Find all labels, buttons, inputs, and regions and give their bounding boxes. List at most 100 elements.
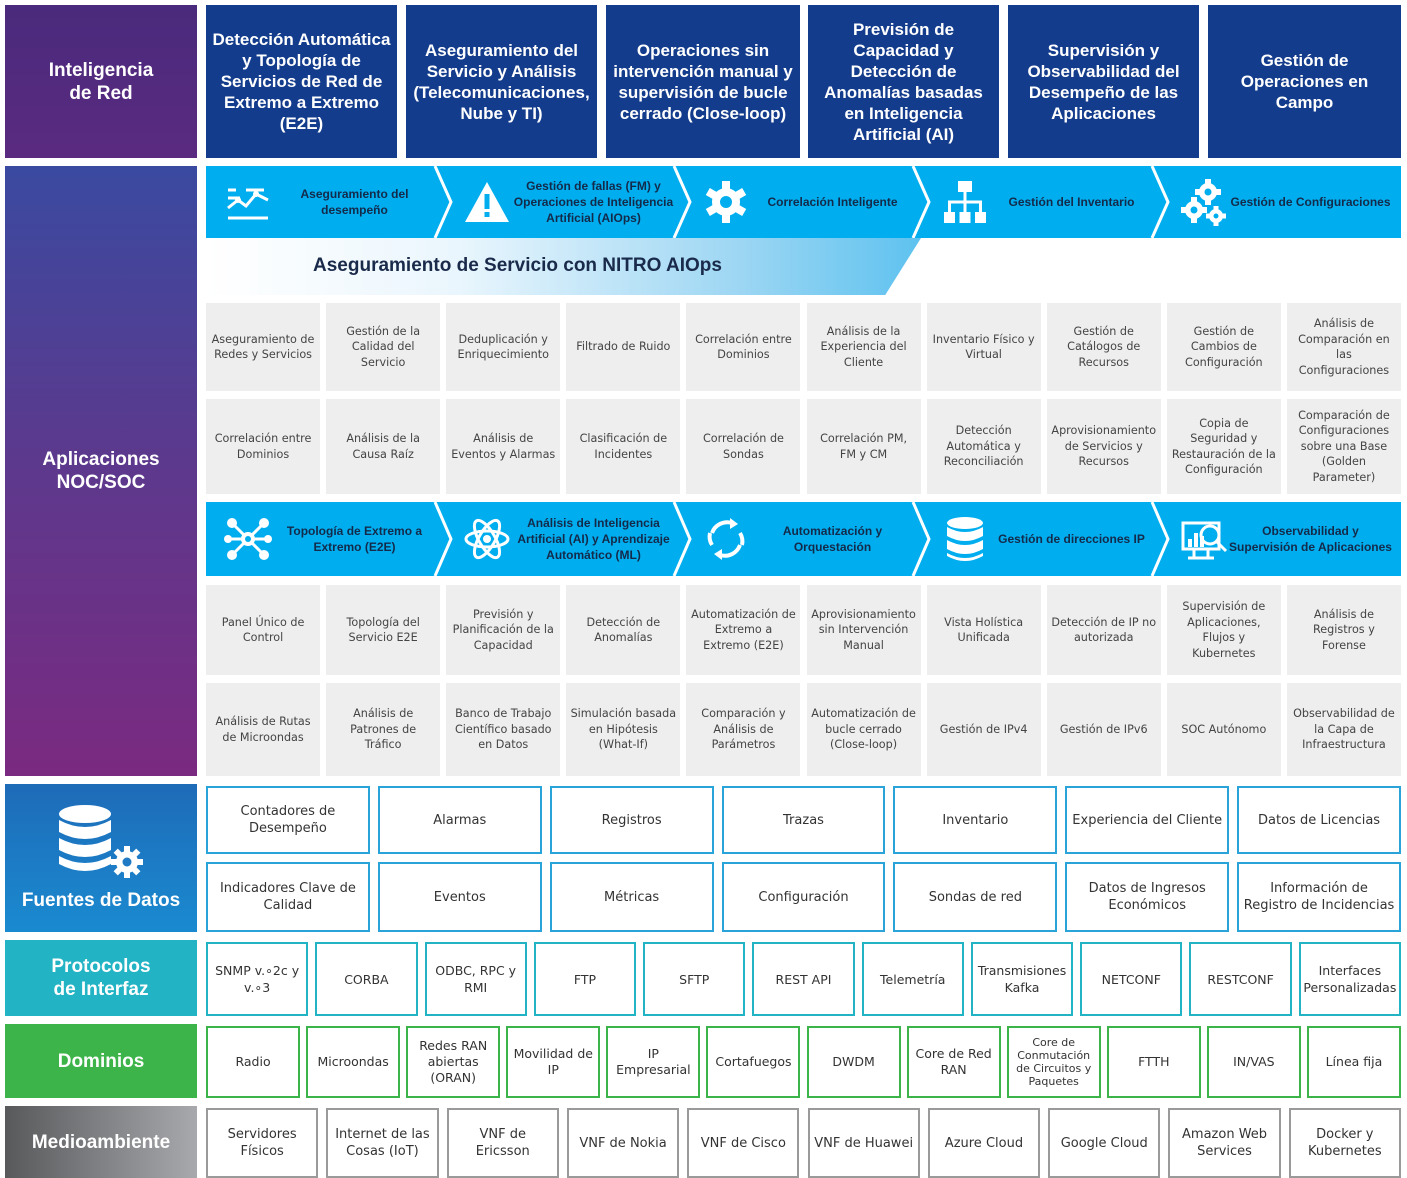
capability-banner-2: Topología de Extremo a Extremo (E2E) Aná… [206,502,1401,576]
sidebar-domains: Dominios [5,1024,197,1098]
capability-cell: Análisis de Patrones de Tráfico [326,683,441,776]
banner-label: Gestión de direcciones IP [998,532,1145,546]
capability-cell: Aseguramiento de Redes y Servicios [206,303,321,391]
protocol-box: CORBA [315,942,418,1016]
gear-icon [705,181,747,223]
top-box-service-assurance: Aseguramiento del Servicio y Análisis (T… [406,5,597,158]
capability-cell: Análisis de Registros y Forense [1286,585,1401,675]
banner-segment-app-observability: Observabilidad y Supervisión de Aplicaci… [1162,502,1401,576]
banner-segment-ip-management: Gestión de direcciones IP [923,502,1162,576]
capability-cell: Observabilidad de la Capa de Infraestruc… [1286,683,1401,776]
capability-cell: Supervisión de Aplicaciones, Flujos y Ku… [1166,585,1281,675]
environment-box: Amazon Web Services [1168,1108,1281,1178]
capability-cell: SOC Autónomo [1166,683,1281,776]
banner-segment-automation: Automatización y Orquestación [684,502,923,576]
protocol-box: REST API [752,942,855,1016]
capability-cell: Aprovisionamiento de Servicios y Recurso… [1046,399,1161,494]
capability-cell: Clasificación de Incidentes [566,399,681,494]
domain-box: Core de Conmutación de Circuitos y Paque… [1006,1026,1101,1098]
sidebar-label: Inteligencia de Red [48,59,154,104]
warning-icon [465,182,509,222]
environment-box: Azure Cloud [927,1108,1041,1178]
data-source-box: Eventos [377,862,542,932]
domain-box: Radio [206,1026,301,1098]
capability-cell: Vista Holística Unificada [926,585,1041,675]
data-source-box: Sondas de red [893,862,1058,932]
capability-cell: Simulación basada en Hipótesis (What-If) [566,683,681,776]
network-nodes-icon [224,518,272,560]
nitro-title: Aseguramiento de Servicio con NITRO AIOp… [313,255,722,276]
domain-box: Movilidad de IP [506,1026,601,1098]
top-box-capacity-forecast: Previsión de Capacidad y Detección de An… [808,5,999,158]
banner-label: Correlación Inteligente [767,195,898,209]
protocol-box: RESTCONF [1189,942,1292,1016]
capability-cell: Deduplicación y Enriquecimiento [446,303,561,391]
capability-cell: Gestión de Cambios de Configuración [1166,303,1281,391]
chevron-separators [433,502,1170,576]
capability-cell: Aprovisionamiento sin Intervención Manua… [806,585,921,675]
capability-cell: Panel Único de Control [206,585,321,675]
data-source-box: Datos de Ingresos Económicos [1065,862,1230,932]
domain-box: Core de Red RAN [906,1026,1001,1098]
top-box-zero-touch: Operaciones sin intervención manual y su… [606,5,800,158]
protocol-box: FTP [533,942,637,1016]
banner-label: Topología de Extremo a Extremo (E2E) [286,524,423,554]
banner-label: Gestión del Inventario [1008,195,1135,209]
banner-segment-fault-management: Gestión de fallas (FM) y Operaciones de … [445,166,684,238]
capability-cell: Gestión de IPv6 [1046,683,1161,776]
sidebar-environment: Medioambiente [5,1106,197,1178]
banner-segment-intelligent-correlation: Correlación Inteligente [684,166,923,238]
gears-icon [1181,179,1226,226]
banner-label: Automatización y Orquestación [782,524,883,554]
capability-cell: Análisis de Comparación en las Configura… [1286,303,1401,391]
database-gear-icon [59,805,143,878]
sidebar-label: Dominios [57,1050,145,1072]
domain-box: Redes RAN abiertas (ORAN) [406,1026,501,1098]
data-source-box: Indicadores Clave de Calidad [206,862,370,932]
data-source-box: Información de Registro de Incidencias [1237,862,1401,932]
capability-cell: Correlación de Sondas [686,399,801,494]
data-source-box: Contadores de Desempeño [206,786,370,854]
protocol-box: ODBC, RPC y RMI [424,942,527,1016]
banner-label: Gestión de fallas (FM) y Operaciones de … [513,179,674,225]
environment-box: Docker y Kubernetes [1288,1108,1401,1178]
capability-cell: Detección de IP no autorizada [1046,585,1161,675]
top-box-label: Supervisión y Observabilidad del Desempe… [1027,40,1180,123]
sidebar-noc-soc: Aplicaciones NOC/SOC [5,166,197,776]
capability-cell: Automatización de Extremo a Extremo (E2E… [686,585,801,675]
environment-box: VNF de Huawei [807,1108,920,1178]
atom-icon [464,518,510,560]
top-box-e2e-discovery: Detección Automática y Topología de Serv… [206,5,397,158]
domain-box: IP Empresarial [606,1026,701,1098]
capability-cell: Comparación y Análisis de Parámetros [686,683,801,776]
data-source-box: Alarmas [377,786,542,854]
sidebar-label: Aplicaciones NOC/SOC [42,449,160,493]
banner-segment-ai-ml: Análisis de Inteligencia Artificial (AI)… [445,502,684,576]
protocol-box: Telemetría [861,942,964,1016]
domain-box: DWDM [806,1026,901,1098]
environment-box: VNF de Cisco [687,1108,800,1178]
protocol-box: NETCONF [1080,942,1183,1016]
domain-box: IN/VAS [1206,1026,1301,1098]
environment-box: Servidores Físicos [206,1108,319,1178]
hierarchy-icon [944,181,986,223]
protocol-box: SFTP [643,942,746,1016]
environment-box: Google Cloud [1048,1108,1161,1178]
sidebar-network-intelligence: Inteligencia de Red [5,5,197,158]
data-source-box: Registros [549,786,714,854]
data-source-box: Trazas [721,786,886,854]
banner-label: Aseguramiento del desempeño [300,187,409,217]
top-box-label: Operaciones sin intervención manual y su… [613,40,793,123]
top-box-label: Detección Automática y Topología de Serv… [212,30,391,133]
performance-chart-icon [227,188,269,220]
nitro-aiops-banner: Aseguramiento de Servicio con NITRO AIOp… [206,238,921,295]
capability-cell: Análisis de la Causa Raíz [326,399,441,494]
capability-cell: Inventario Físico y Virtual [926,303,1041,391]
capability-cell: Correlación PM, FM y CM [806,399,921,494]
environment-box: VNF de Ericsson [446,1108,559,1178]
capability-cell: Detección de Anomalías [566,585,681,675]
chevron-separators [433,166,1170,238]
protocol-box: Transmisiones Kafka [970,942,1074,1016]
monitor-search-icon [1181,521,1228,560]
domain-box: Línea fija [1306,1026,1401,1098]
